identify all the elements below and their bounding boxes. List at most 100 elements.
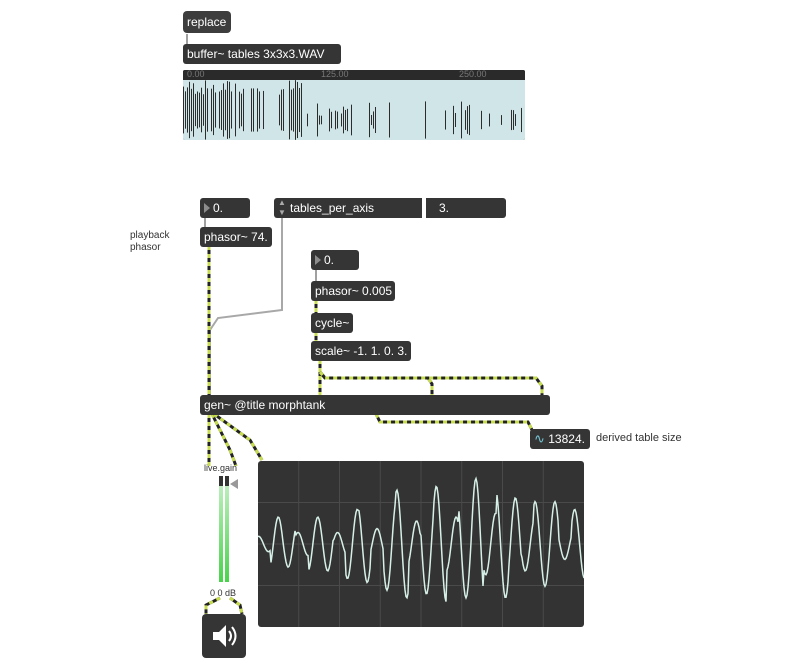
waveform-background bbox=[183, 80, 525, 140]
waveform-bar bbox=[229, 81, 230, 139]
waveform-bar bbox=[225, 89, 226, 131]
waveform-bar bbox=[263, 90, 264, 130]
waveform-bar bbox=[301, 83, 302, 137]
gain-handle-icon[interactable] bbox=[230, 479, 238, 489]
cycle-object[interactable]: cycle~ bbox=[311, 313, 353, 333]
waveform-bar bbox=[335, 110, 336, 130]
waveform-bar bbox=[369, 102, 370, 138]
waveform-bar bbox=[469, 104, 470, 136]
waveform-bar bbox=[221, 90, 222, 130]
waveform-bar bbox=[223, 83, 224, 137]
cycle-label: cycle~ bbox=[315, 316, 350, 330]
replace-message[interactable]: replace bbox=[183, 11, 231, 33]
waveform-bar bbox=[501, 115, 502, 125]
updown-icon: ▲▼ bbox=[278, 198, 286, 217]
scope-display[interactable] bbox=[258, 461, 585, 627]
waveform-bar bbox=[341, 113, 342, 127]
phasor-main-label: phasor~ 74. bbox=[204, 230, 268, 244]
scale-object[interactable]: scale~ -1. 1. 0. 3. bbox=[311, 341, 411, 361]
scope-graph bbox=[258, 461, 585, 627]
audio-output-button[interactable] bbox=[202, 614, 246, 658]
waveform-bar bbox=[347, 108, 348, 132]
waveform-bar bbox=[425, 101, 426, 139]
waveform-bar bbox=[215, 92, 216, 128]
waveform-bar bbox=[317, 103, 318, 137]
waveform-bar bbox=[293, 88, 294, 132]
waveform-bar bbox=[297, 81, 298, 139]
waveform-bar bbox=[207, 88, 208, 132]
waveform-bar bbox=[201, 87, 202, 133]
waveform-bar bbox=[337, 111, 338, 129]
playback-phasor-comment: playback phasor bbox=[130, 230, 169, 254]
live-gain-slider[interactable] bbox=[216, 476, 238, 584]
waveform-bar bbox=[295, 80, 296, 140]
waveform-bar bbox=[231, 91, 232, 129]
waveform-bar bbox=[183, 86, 184, 134]
waveform-display[interactable]: 0.00 125.00 250.00 bbox=[183, 70, 525, 140]
waveform-bar bbox=[257, 88, 258, 132]
waveform-bar bbox=[511, 109, 512, 131]
waveform-bar bbox=[251, 88, 252, 132]
attrui-tables-per-axis[interactable]: ▲▼ tables_per_axis 3. bbox=[274, 198, 506, 218]
buffer-object[interactable]: buffer~ tables 3x3x3.WAV bbox=[183, 44, 341, 64]
gen-object[interactable]: gen~ @title morphtank bbox=[200, 395, 550, 415]
waveform-bar bbox=[465, 110, 466, 130]
meter-top-right-segment bbox=[225, 476, 229, 486]
waveform-bar bbox=[461, 101, 462, 139]
scope-trace bbox=[258, 476, 585, 602]
waveform-bar bbox=[193, 83, 194, 137]
phasor-main-object[interactable]: phasor~ 74. bbox=[200, 227, 272, 247]
number-triangle-icon bbox=[204, 202, 210, 213]
waveform-bar bbox=[289, 80, 290, 140]
waveform-bar bbox=[319, 115, 320, 125]
waveform-bar bbox=[375, 106, 376, 134]
waveform-bar bbox=[351, 104, 352, 136]
waveform-bar bbox=[191, 88, 192, 132]
waveform-bar bbox=[371, 114, 372, 126]
attrui-attribute-name: tables_per_axis bbox=[290, 201, 375, 215]
waveform-bar bbox=[467, 106, 468, 134]
phasor-slow-object[interactable]: phasor~ 0.005 bbox=[311, 281, 395, 301]
attrui-divider bbox=[422, 198, 426, 218]
playback-phasor-line1: playback bbox=[130, 230, 170, 241]
slow-phasor-value: 0. bbox=[324, 253, 335, 267]
waveform-bar bbox=[513, 110, 514, 130]
waveform-bar bbox=[259, 91, 260, 129]
meter-right-channel bbox=[225, 476, 229, 582]
phasor-frequency-value: 0. bbox=[213, 201, 224, 215]
waveform-bar bbox=[243, 88, 244, 132]
ruler-label-2: 250.00 bbox=[459, 70, 487, 79]
waveform-bar bbox=[211, 88, 212, 132]
waveform-bar bbox=[281, 89, 282, 131]
waveform-bar bbox=[389, 102, 390, 138]
waveform-bar bbox=[235, 83, 236, 137]
waveform-graph bbox=[183, 80, 525, 140]
waveform-bar bbox=[307, 113, 308, 127]
waveform-bar bbox=[253, 88, 254, 132]
speaker-icon bbox=[213, 625, 237, 647]
waveform-bar bbox=[455, 112, 456, 128]
scale-label: scale~ -1. 1. 0. 3. bbox=[315, 344, 408, 358]
waveform-bar bbox=[373, 111, 374, 129]
waveform-bar bbox=[283, 89, 284, 131]
ruler-label-0: 0.00 bbox=[187, 70, 205, 79]
waveform-bar bbox=[213, 84, 214, 136]
signal-number-box[interactable]: ∿ 13824. bbox=[530, 429, 590, 449]
waveform-bar bbox=[299, 87, 300, 133]
waveform-bar bbox=[279, 94, 280, 126]
waveform-bar bbox=[203, 94, 204, 126]
waveform-bar bbox=[343, 106, 344, 134]
waveform-bar bbox=[219, 91, 220, 129]
live-gain-label: live.gain bbox=[204, 463, 238, 473]
waveform-bar bbox=[331, 111, 332, 129]
phasor-frequency-number[interactable]: 0. bbox=[200, 198, 250, 218]
waveform-bar bbox=[189, 81, 190, 139]
waveform-bar bbox=[453, 105, 454, 135]
slow-phasor-number[interactable]: 0. bbox=[311, 250, 359, 270]
replace-message-label: replace bbox=[187, 15, 227, 29]
waveform-bar bbox=[197, 91, 198, 129]
buffer-object-label: buffer~ tables 3x3x3.WAV bbox=[187, 47, 325, 61]
waveform-bar bbox=[515, 114, 516, 126]
sine-wave-icon: ∿ bbox=[534, 431, 545, 446]
waveform-bar bbox=[241, 93, 242, 127]
